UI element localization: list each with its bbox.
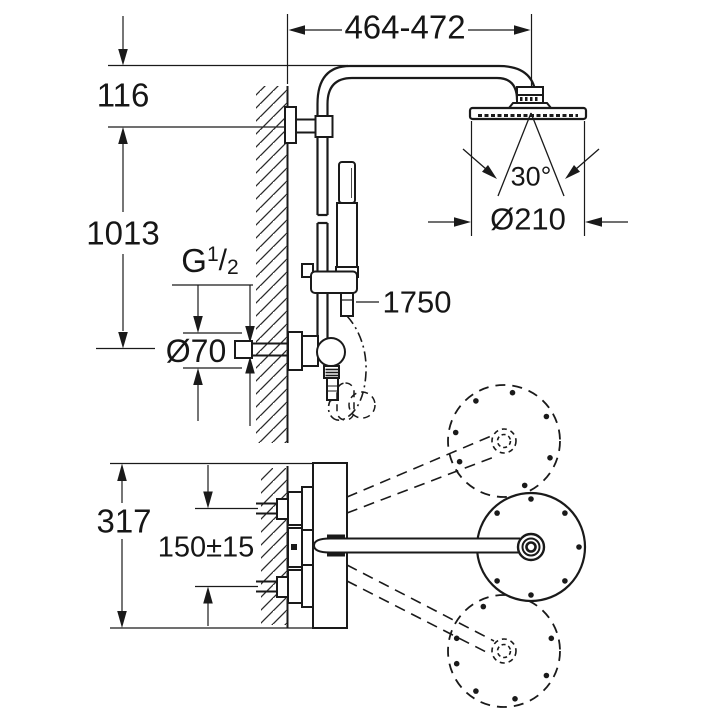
wall-section-side [256,86,289,443]
dim-escutcheon-label: Ø70 [165,333,227,369]
thread-slash: / [218,244,228,277]
shower-arm-plan [312,537,520,554]
arm-nut-mark [327,534,345,540]
ball-joint [316,337,346,367]
arm-nut-mark [327,551,345,557]
dim-thread-label: G1/2 [181,244,238,278]
supply-nut [234,340,253,359]
dim-plate-height [110,462,313,629]
arm-upper-dashed [346,433,497,514]
shower-head-side [468,86,588,121]
nozzle-dots-lower [453,603,555,702]
dim-escutcheon [183,332,242,369]
dim-inlet-spacing [195,465,258,626]
shower-rail-slider [301,263,358,317]
valve-body [301,335,319,367]
dim-inlet-spacing-label: 150±15 [157,531,255,564]
dim-hose-length-label: 1750 [382,284,452,320]
hand-shower [335,161,359,278]
hose-outlet [326,377,339,401]
shower-head-plan [312,491,587,603]
nozzle-dots-solid [494,496,582,598]
spray-cone [462,112,600,197]
dim-plate-height-label: 317 [96,502,152,540]
dim-thread [172,284,255,426]
hand-shower-plan-outline [336,382,376,421]
head-position-upper [346,384,561,514]
dim-riser-height-label: 1013 [86,214,160,252]
shower-hose [327,315,367,421]
dim-riser-height [96,254,155,350]
valve-side [234,331,346,401]
nozzle-dots-upper [452,389,553,489]
dim-head-dia [428,121,628,236]
thread-numerator: 1 [206,243,219,266]
dim-spray-angle-label: 30° [510,161,552,192]
wall-union-top [284,106,334,144]
thread-denominator: 2 [227,256,239,279]
thread-g: G [181,242,207,279]
wall-section-plan [261,466,289,628]
dim-width-range-label: 464-472 [344,8,466,46]
arm-lower-dashed [346,564,495,655]
dim-head-dia-label: Ø210 [490,201,566,237]
escutcheon [287,331,303,371]
dim-top-offset-label: 116 [96,76,150,114]
dim-top-offset [108,16,348,212]
